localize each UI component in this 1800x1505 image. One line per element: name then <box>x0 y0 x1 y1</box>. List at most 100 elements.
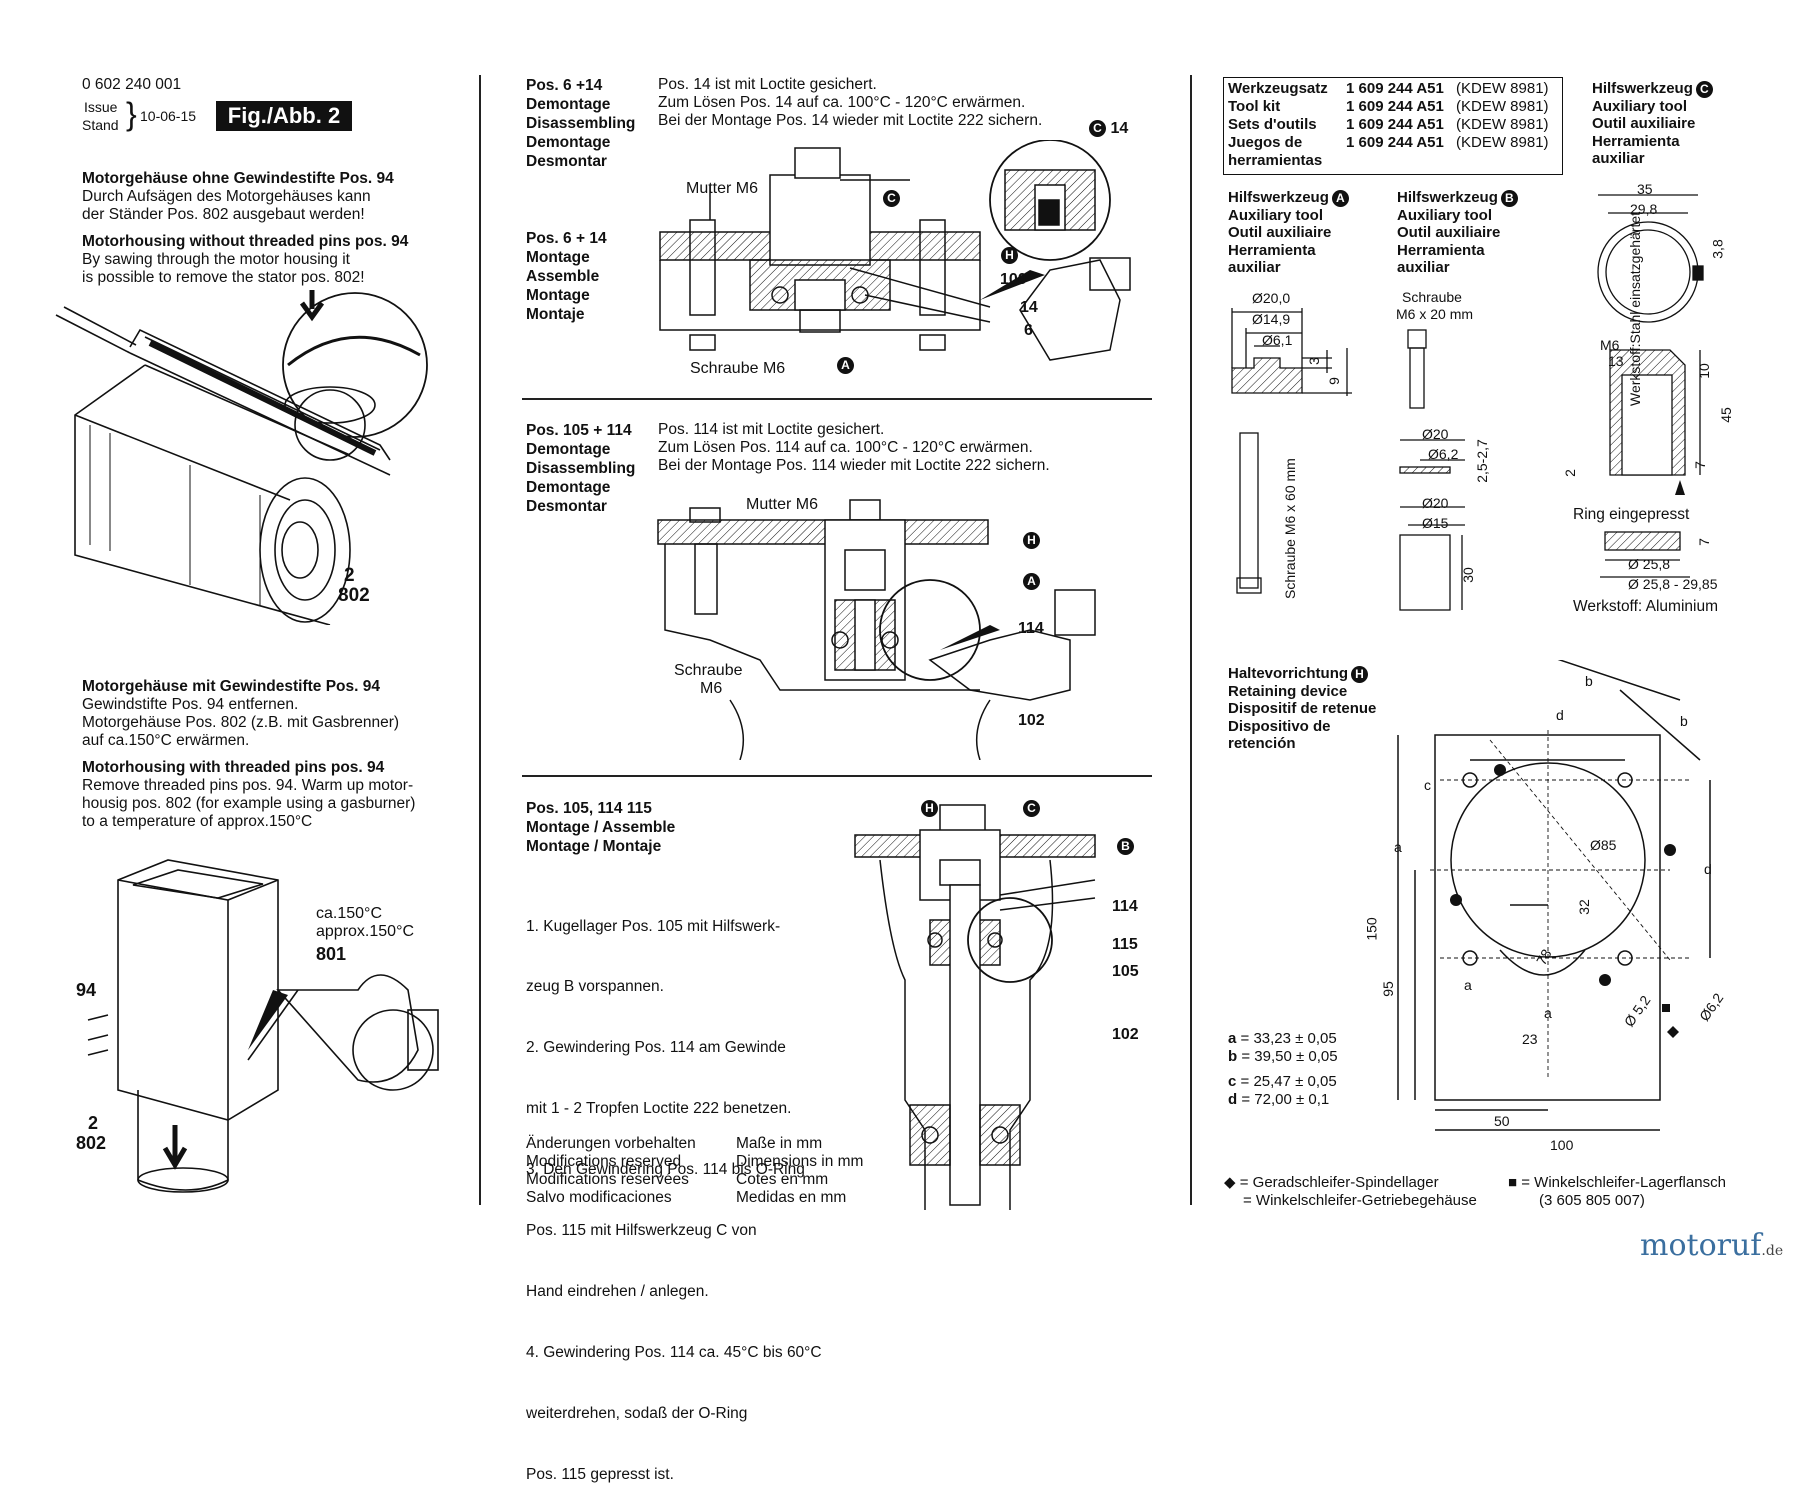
footer-line: Modifications reserved <box>526 1153 682 1170</box>
column-divider-2 <box>1190 75 1192 1205</box>
col1-section1: Motorgehäuse ohne Gewindestifte Pos. 94 … <box>82 170 408 287</box>
legend-line: (3 605 805 007) <box>1539 1191 1645 1209</box>
tool-a-dim-9: 9 <box>1325 377 1342 385</box>
tool-c-line: Herramienta <box>1592 132 1680 150</box>
stand-label: Stand <box>82 117 119 133</box>
tool-b-title: Hilfswerkzeug <box>1397 189 1498 206</box>
tool-a-dim-149: Ø14,9 <box>1252 311 1291 327</box>
diamond-icon: ◆ <box>1224 1174 1236 1191</box>
tolerances: a = 33,23 ± 0,05 b = 39,50 ± 0,05 c = 25… <box>1228 1030 1338 1108</box>
footer-line: Dimensions in mm <box>736 1153 864 1170</box>
footer-line: Maße in mm <box>736 1135 823 1152</box>
note-line: Zum Lösen Pos. 14 auf ca. 100°C - 120°C … <box>658 94 1026 111</box>
tool-b-dim-15: Ø15 <box>1422 515 1449 531</box>
s2-tool-a: A <box>1020 573 1040 591</box>
retaining-plate-drawing <box>1397 660 1711 1131</box>
tool-c-material-alu: Werkstoff: Aluminium <box>1573 598 1719 615</box>
tool-c-dim-10: 10 <box>1695 363 1712 379</box>
fig-badge: Fig./Abb. 2 <box>216 101 352 131</box>
s2-pos-114: 114 <box>1018 620 1044 637</box>
tool-c-line: auxiliar <box>1592 150 1645 168</box>
tool-c-dim-35: 35 <box>1637 181 1653 197</box>
tol-value: = 72,00 ± 0,1 <box>1241 1090 1330 1108</box>
s3-ops: Pos. 105, 114 115 Montage / Assemble Mon… <box>526 799 675 856</box>
tool-c-line: Outil auxiliaire <box>1592 115 1696 133</box>
tool-h-marker: H <box>921 800 938 818</box>
plate-dim-b2: b <box>1680 713 1688 729</box>
toolkit-code: (KDEW 8981) <box>1456 134 1549 151</box>
s1-mutter-label: Mutter M6 <box>686 180 759 197</box>
s1b-ops: Pos. 6 + 14 Montage Assemble Montage Mon… <box>526 229 607 324</box>
tool-b-line: Herramienta <box>1397 241 1485 259</box>
tool-b-marker: B <box>1117 838 1134 856</box>
tool-b-marker: B <box>1500 189 1518 207</box>
body-line: By sawing through the motor housing it <box>82 251 350 268</box>
tool-a-drawing <box>1231 308 1352 594</box>
tool-c-ring-range: Ø 25,8 - 29,85 <box>1628 576 1718 592</box>
housing-heating-illustration <box>87 859 439 1193</box>
tool-a-line: Herramienta <box>1228 241 1316 259</box>
tool-b-dim-20a: Ø20 <box>1422 426 1449 442</box>
issue-label: Issue <box>84 99 118 115</box>
s1-schraube-label: Schraube M6 <box>690 360 786 377</box>
tool-a-line: Auxiliary tool <box>1228 206 1324 224</box>
s1-tool-h: H <box>998 247 1018 265</box>
toolkit-code: (KDEW 8981) <box>1456 98 1549 115</box>
motor-housing-saw-illustration <box>55 290 428 625</box>
legend-line: = Geradschleifer-Spindellager <box>1239 1174 1439 1191</box>
op-line: Montage <box>526 249 590 266</box>
toolkit-no: 1 609 244 A51 <box>1346 80 1444 97</box>
issue-date: 10-06-15 <box>140 108 197 124</box>
tool-c-dim-298: 29,8 <box>1630 201 1658 217</box>
plate-dim-100: 100 <box>1550 1137 1574 1153</box>
retaining-line: Dispositif de retenue <box>1228 700 1377 718</box>
step-line: 4. Gewindering Pos. 114 ca. 45°C bis 60°… <box>526 1343 822 1361</box>
tool-b-screw-1: Schraube <box>1402 289 1462 305</box>
body-line: is possible to remove the stator pos. 80… <box>82 269 365 286</box>
s3-pos-115: 115 <box>1112 936 1138 953</box>
s2-pos: Pos. 105 + 114 <box>526 422 632 439</box>
toolkit-code: (KDEW 8981) <box>1456 80 1549 97</box>
tool-b-screw-2: M6 x 20 mm <box>1396 306 1474 322</box>
s3-tool-h: H <box>918 800 938 818</box>
toolkit-name-row: Juegos de <box>1228 134 1303 151</box>
tool-b-line: auxiliar <box>1397 259 1450 277</box>
s3-pos-105: 105 <box>1112 963 1139 980</box>
tool-c-dim-13: 13 <box>1608 353 1624 369</box>
op-line: Demontage <box>526 441 611 458</box>
tol-value: = 25,47 ± 0,05 <box>1240 1073 1337 1090</box>
section-title: Motorgehäuse mit Gewindestifte Pos. 94 <box>82 678 381 695</box>
section-title: Motorhousing without threaded pins pos. … <box>82 233 409 250</box>
square-icon: ■ <box>1508 1174 1518 1191</box>
disassembly-fixture-drawing-1 <box>659 140 1131 361</box>
note-line: Bei der Montage Pos. 14 wieder mit Locti… <box>658 112 1043 129</box>
s1-pos-6: 6 <box>1024 322 1033 339</box>
temp-label-de: ca.150°C <box>316 905 382 922</box>
step-line: Pos. 115 gepresst ist. <box>526 1465 674 1483</box>
op-line: Demontage <box>526 479 611 496</box>
op-line: Montage / Montaje <box>526 838 662 855</box>
brace-glyph: } <box>126 96 137 132</box>
tool-a-marker: A <box>837 357 854 375</box>
tool-a-line: auxiliar <box>1228 259 1281 277</box>
toolkit-table: Werkzeugsatz 1 609 244 A51 (KDEW 8981) T… <box>1223 77 1563 175</box>
tool-a-dim-20: Ø20,0 <box>1252 290 1291 306</box>
tol-key: b <box>1228 1047 1238 1065</box>
plate-dim-a1: a <box>1394 839 1402 855</box>
s1-pos: Pos. 6 +14 <box>526 77 603 94</box>
legend-square: ■ = Winkelschleifer-Lagerflansch (3 605 … <box>1508 1174 1726 1209</box>
plate-dim-d1: d <box>1556 707 1564 723</box>
column-divider-1 <box>479 75 481 1205</box>
s1-tool-a: A <box>834 357 854 375</box>
step-line: mit 1 - 2 Tropfen Loctite 222 benetzen. <box>526 1100 792 1118</box>
fig2-label-2: 2 <box>88 1113 99 1133</box>
s1-pos-100: 100 <box>1000 271 1027 288</box>
op-line: Disassembling <box>526 115 636 132</box>
section-title: Motorgehäuse ohne Gewindestifte Pos. 94 <box>82 170 394 187</box>
body-line: Motorgehäuse Pos. 802 (z.B. mit Gasbrenn… <box>82 714 400 731</box>
fig2-label-94: 94 <box>76 980 97 1000</box>
s1-ops: Pos. 6 +14 Demontage Disassembling Demon… <box>526 76 635 171</box>
